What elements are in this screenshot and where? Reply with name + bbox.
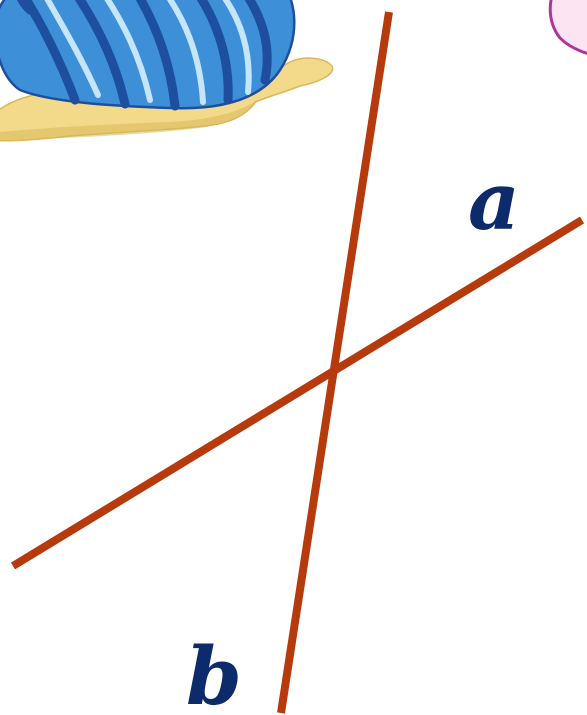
line-b: [277, 11, 393, 714]
shell-stripe: [196, 0, 233, 105]
snail-illustration: [0, 0, 334, 142]
snail-body-shadow: [0, 100, 258, 140]
shell-stripe: [244, 0, 272, 85]
line-a: [10, 216, 585, 570]
shell-stripe: [74, 0, 130, 109]
speech-bubble-fragment: [548, 0, 587, 55]
shell-highlight: [44, 0, 101, 98]
shell-spiral: [17, 0, 35, 15]
shell-highlight: [166, 0, 206, 105]
label-line-b: b: [186, 629, 242, 715]
shell-highlight: [104, 0, 153, 103]
label-line-a: a: [468, 154, 520, 248]
shell-highlight: [222, 0, 252, 95]
shell-stripe: [135, 0, 180, 111]
